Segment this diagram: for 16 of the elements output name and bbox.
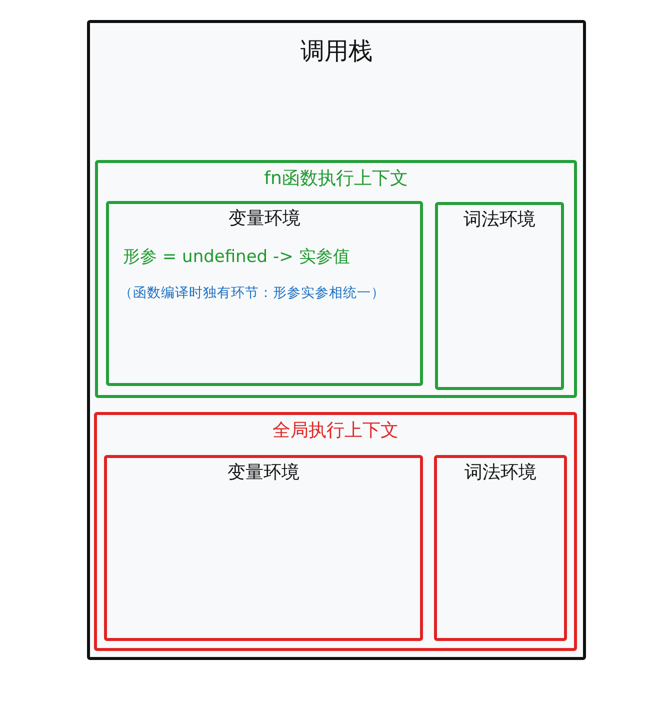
environment-box bbox=[104, 455, 423, 641]
stack-box bbox=[87, 20, 586, 660]
box-heading: 词法环境 bbox=[464, 462, 538, 484]
context-box bbox=[95, 160, 577, 398]
environment-box bbox=[106, 201, 423, 386]
environment-box bbox=[434, 455, 567, 641]
formula-text: 形参 = undefined -> 实参值 bbox=[123, 247, 350, 268]
box-heading: 词法环境 bbox=[462, 209, 536, 231]
context-box bbox=[94, 412, 577, 651]
box-heading: 变量环境 bbox=[226, 462, 300, 484]
environment-box bbox=[435, 202, 564, 390]
box-heading: 变量环境 bbox=[228, 208, 302, 230]
box-heading: fn函数执行上下文 bbox=[263, 168, 409, 190]
note-text: （函数编译时独有环节：形参实参相统一） bbox=[119, 285, 385, 302]
box-heading: 调用栈 bbox=[300, 37, 374, 66]
box-heading: 全局执行上下文 bbox=[272, 420, 400, 442]
